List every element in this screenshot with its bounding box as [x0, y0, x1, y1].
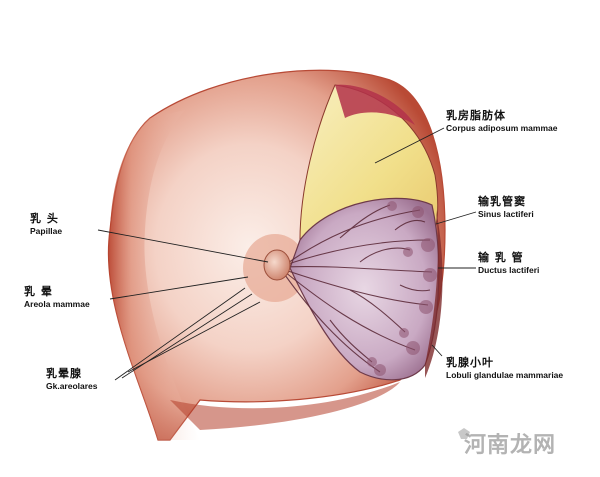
lower-rim	[425, 210, 443, 378]
inferior-fold	[170, 382, 400, 430]
nipple	[263, 249, 291, 281]
label-corpus-la: Corpus adiposum mammae	[446, 123, 558, 133]
label-ductus-lactiferi: 输 乳 管 Ductus lactiferi	[478, 252, 539, 275]
label-ductus-zh: 输 乳 管	[478, 251, 524, 264]
chest-wall-edge	[108, 110, 200, 440]
label-sinus-zh: 输乳管窦	[478, 195, 526, 208]
label-corpus-zh: 乳房脂肪体	[446, 109, 506, 122]
label-glands-zh: 乳晕腺	[46, 367, 82, 380]
watermark: 河南龙网	[463, 433, 556, 458]
label-areolar-glands: 乳晕腺 Gk.areolares	[46, 368, 98, 391]
label-lobuli-la: Lobuli glandulae mammariae	[446, 370, 564, 380]
label-corpus-adiposum: 乳房脂肪体 Corpus adiposum mammae	[446, 110, 557, 133]
label-lobuli-zh: 乳腺小叶	[446, 356, 494, 369]
leader-lines	[97, 127, 477, 381]
label-areola-la: Areola mammae	[24, 299, 90, 309]
label-sinus-la: Sinus lactiferi	[478, 209, 534, 219]
label-papillae-zh: 乳 头	[30, 212, 59, 225]
label-ductus-la: Ductus lactiferi	[478, 265, 540, 275]
label-areola: 乳 晕 Areola mammae	[24, 286, 90, 309]
label-papillae-la: Papillae	[30, 226, 63, 236]
label-glands-la: Gk.areolares	[46, 381, 98, 391]
upper-crescent	[335, 84, 415, 125]
lobules	[367, 201, 437, 376]
label-sinus-lactiferi: 输乳管窦 Sinus lactiferi	[478, 196, 534, 219]
label-lobuli: 乳腺小叶 Lobuli glandulae mammariae	[446, 357, 563, 380]
label-papillae: 乳 头 Papillae	[30, 213, 62, 236]
label-areola-zh: 乳 晕	[24, 285, 53, 298]
watermark-logo-icon	[458, 428, 470, 439]
